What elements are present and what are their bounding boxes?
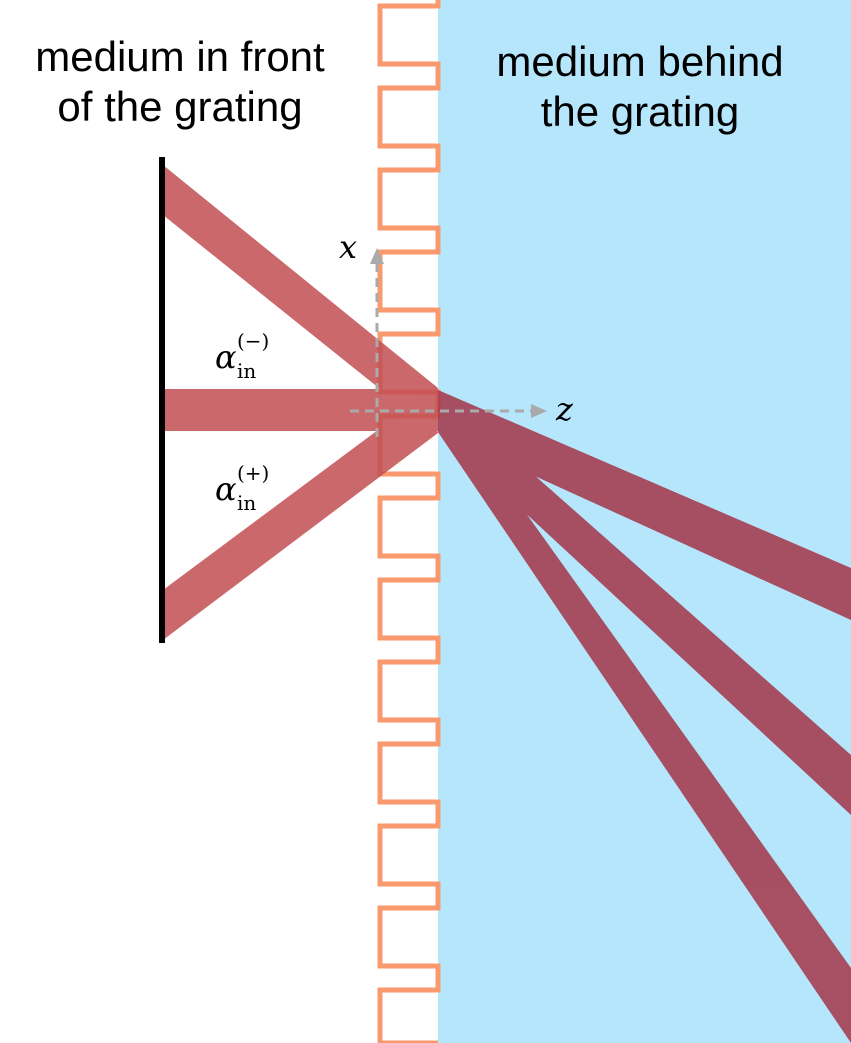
alpha-minus-superscript: (−) — [237, 329, 270, 353]
alpha-subscript-in: in — [237, 359, 257, 383]
x-axis-arrowhead — [370, 248, 384, 264]
z-axis-label: z — [556, 390, 573, 428]
medium-behind-label: medium behind the grating — [496, 38, 784, 135]
alpha-in-minus-label: α (−) in — [215, 329, 295, 388]
incident-beam-lower — [163, 395, 438, 640]
alpha-in-plus-label: α (+) in — [215, 461, 295, 520]
diffracted-beam-steep — [438, 390, 851, 1043]
grating-profile — [377, 0, 441, 1043]
diffracted-beam-middle — [438, 390, 851, 815]
diffracted-beam-shallow — [438, 390, 851, 620]
x-axis-label: x — [339, 228, 358, 266]
coordinate-axes — [350, 248, 547, 437]
medium-front-label: medium in front of the grating — [35, 33, 325, 130]
incident-beam-upper — [163, 165, 438, 425]
alpha-symbol: α — [215, 338, 237, 376]
z-axis-arrowhead — [531, 404, 547, 418]
alpha-symbol: α — [215, 470, 237, 508]
alpha-subscript-in: in — [237, 491, 257, 515]
incident-beams — [163, 165, 438, 640]
diffracted-beams — [438, 390, 851, 1043]
alpha-plus-superscript: (+) — [237, 461, 270, 485]
